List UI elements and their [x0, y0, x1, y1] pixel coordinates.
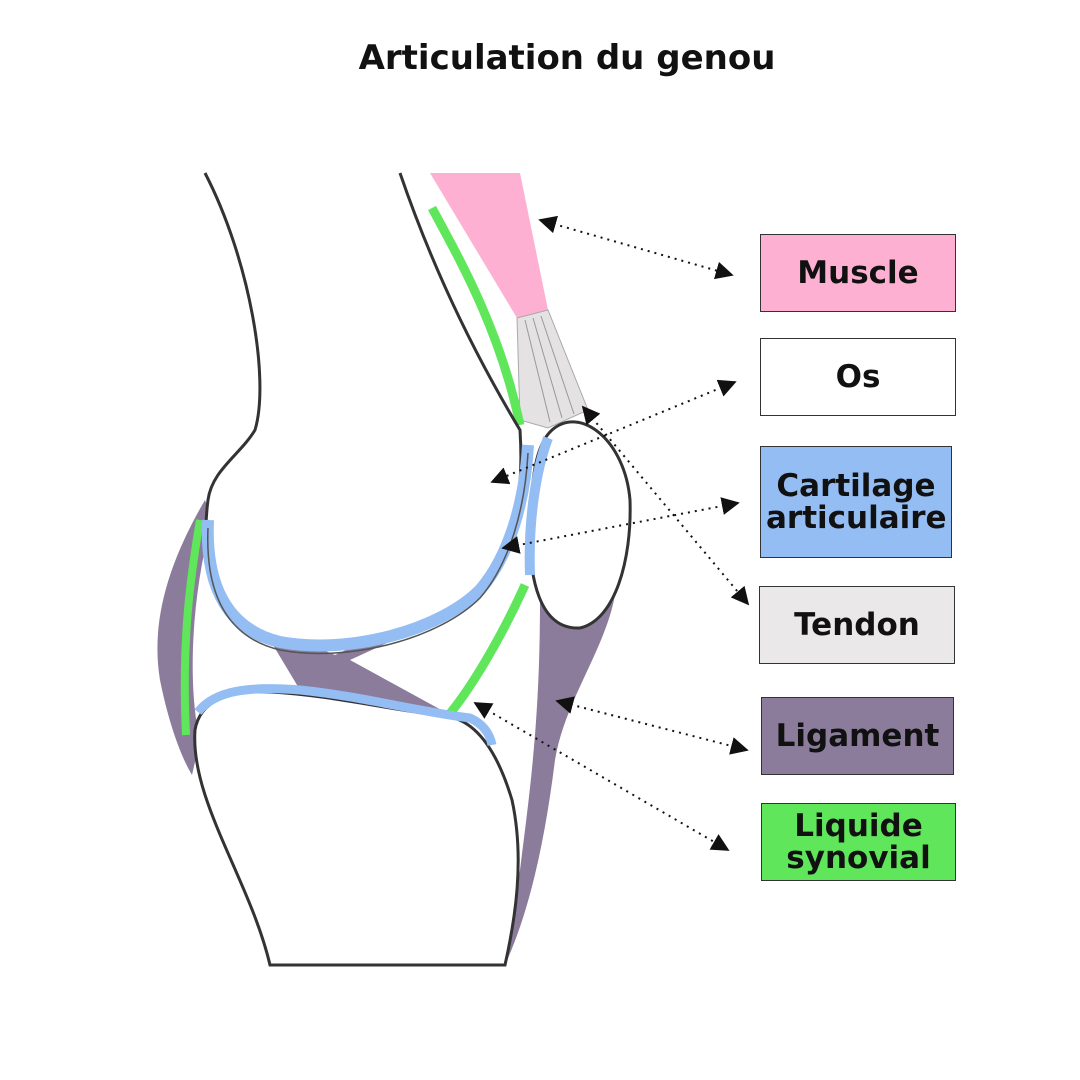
label-ligament: Ligament	[761, 697, 954, 775]
muscle-shape	[430, 173, 548, 318]
label-text: Tendon	[794, 607, 920, 643]
tibia-bone	[193, 690, 520, 967]
tendon-shape	[516, 309, 589, 429]
label-text: Os	[835, 359, 881, 395]
label-text: Muscle	[797, 255, 919, 291]
arrow-ligament	[555, 696, 749, 755]
synovial-fluid-low	[443, 583, 530, 720]
arrow-muscle	[538, 215, 734, 280]
label-text: Cartilage articulaire	[766, 468, 947, 536]
label-text: Ligament	[775, 718, 940, 754]
label-os: Os	[760, 338, 956, 416]
label-cartilage: Cartilage articulaire	[760, 446, 952, 558]
arrow-os	[490, 379, 737, 485]
diagram-title: Articulation du genou	[358, 38, 776, 78]
synovial-fluid-back	[180, 519, 204, 736]
arrow-tendon	[581, 405, 750, 606]
label-liquide: Liquide synovial	[761, 803, 956, 881]
label-tendon: Tendon	[759, 586, 955, 664]
label-text: Liquide synovial	[786, 808, 931, 876]
label-muscle: Muscle	[760, 234, 956, 312]
patellar-ligament-shape	[505, 595, 615, 965]
